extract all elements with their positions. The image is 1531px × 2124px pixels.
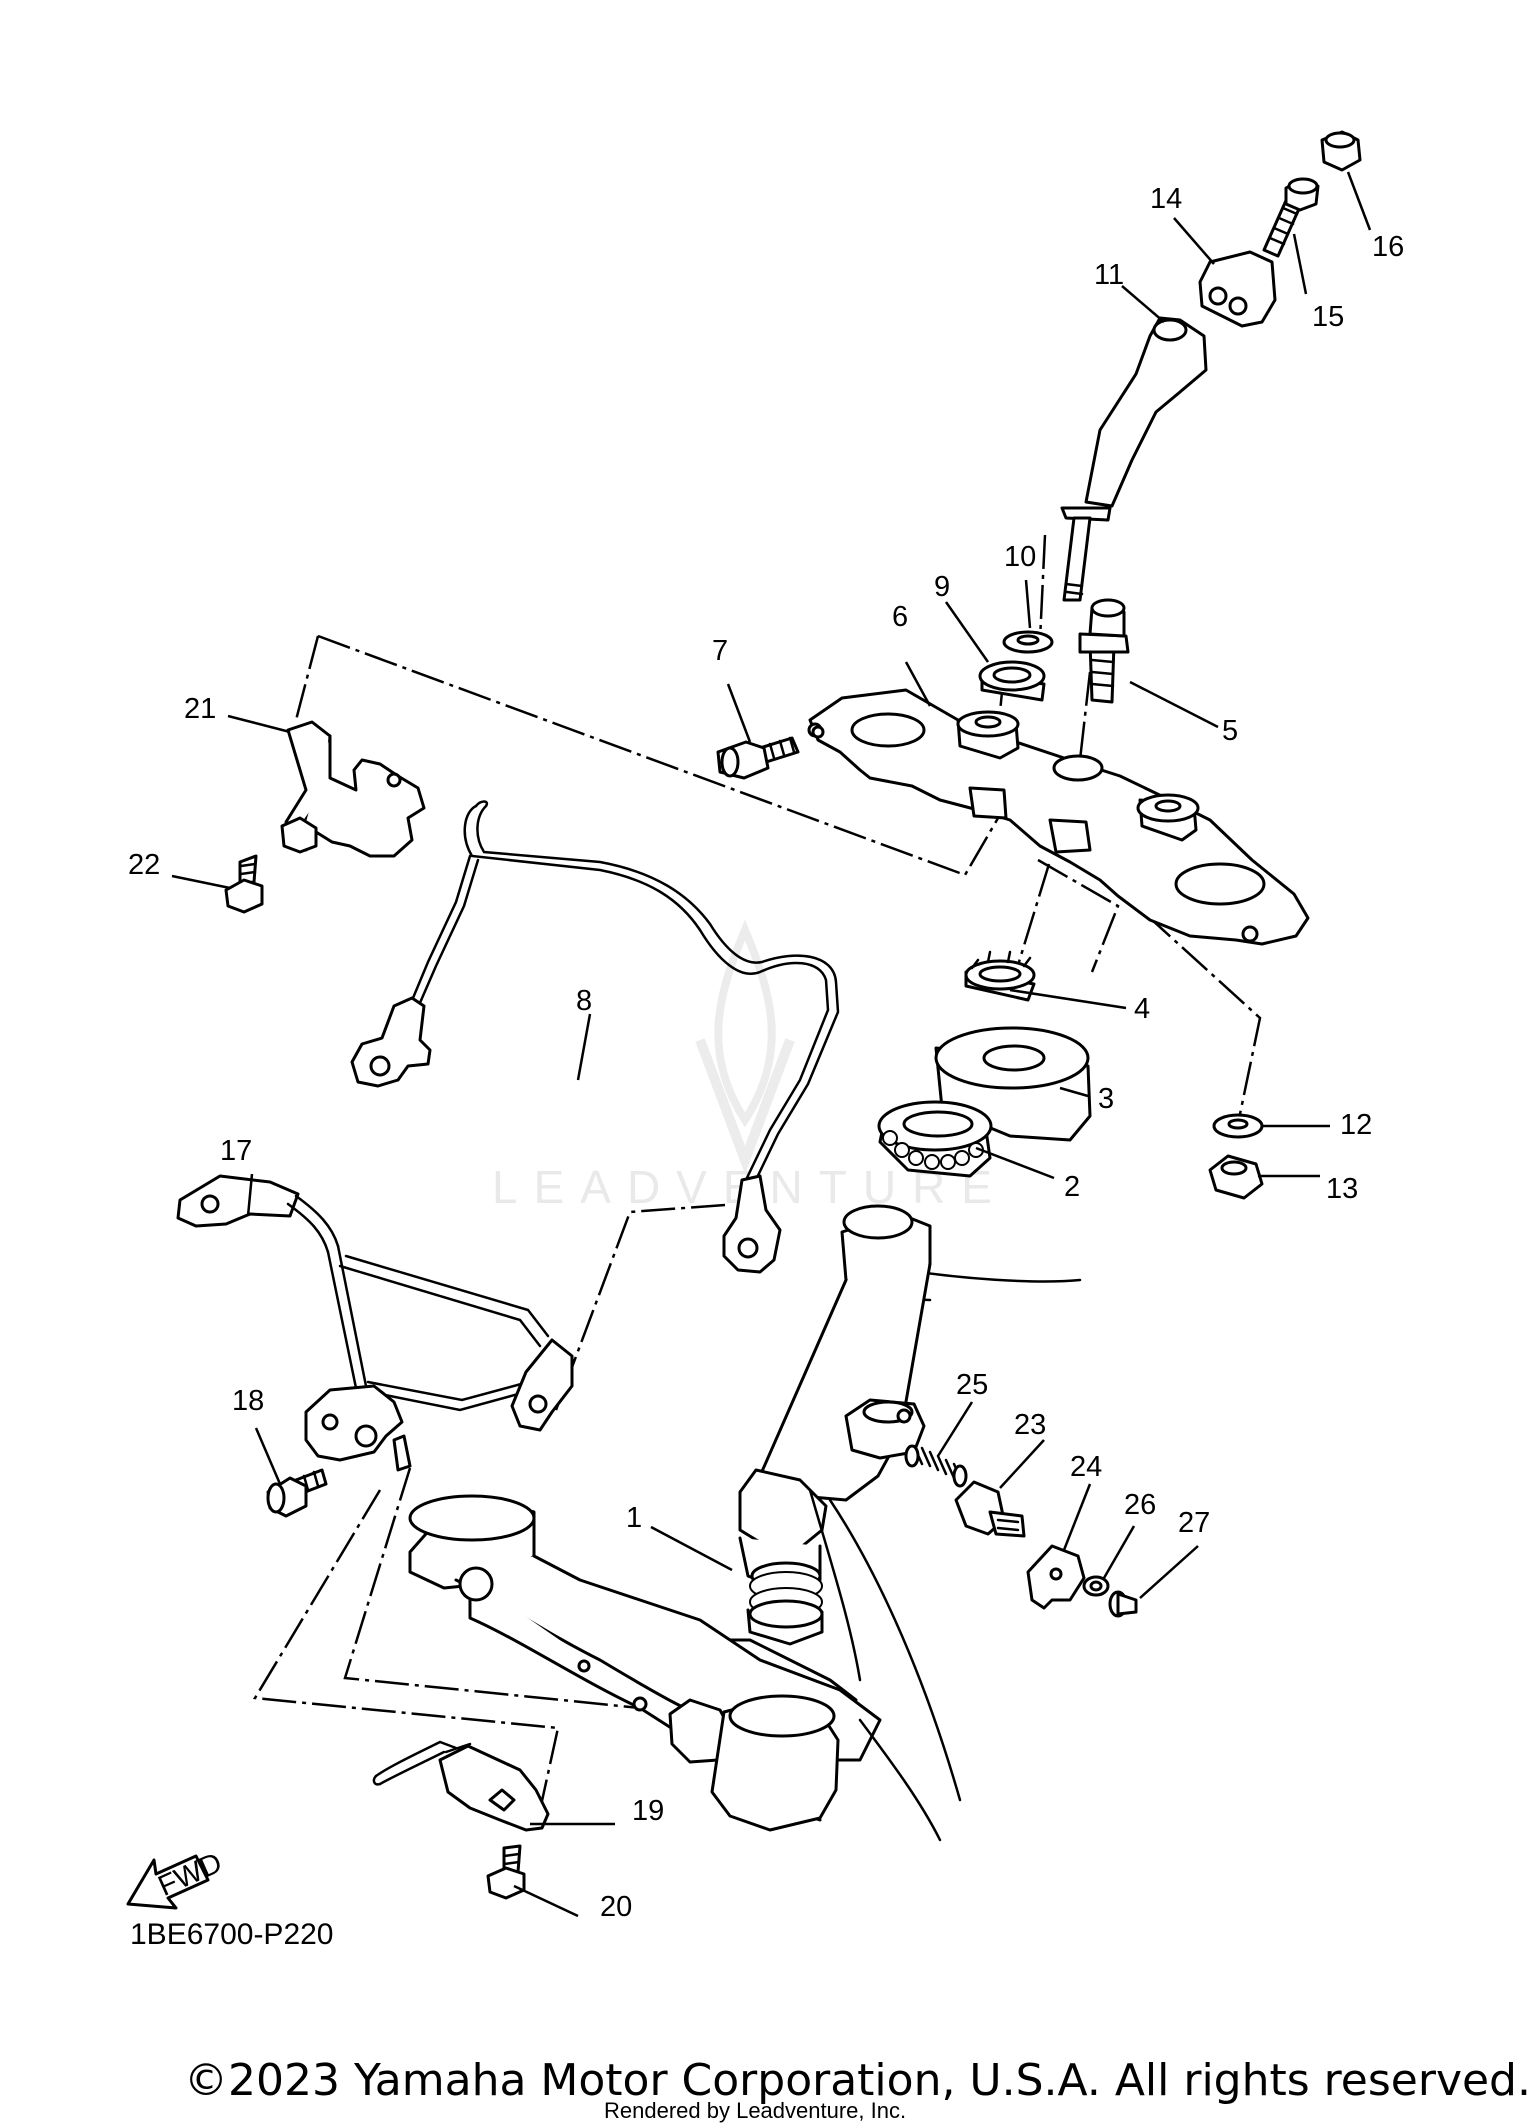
callout-1: 1 — [626, 1502, 642, 1534]
callout-6: 6 — [892, 601, 908, 633]
part-17-lower-stay[interactable] — [176, 1174, 574, 1472]
callout-4: 4 — [1134, 993, 1150, 1025]
part-14-handlebar-clamp[interactable] — [1198, 250, 1277, 328]
part-16-cap-nut[interactable] — [1320, 130, 1362, 172]
part-9-collar[interactable] — [978, 660, 1046, 702]
part-20-bolt[interactable] — [486, 1844, 526, 1900]
callout-13: 13 — [1326, 1173, 1358, 1205]
part-21-meter-bracket[interactable] — [280, 720, 426, 858]
callout-20: 20 — [600, 1891, 632, 1923]
part-13-nut[interactable] — [1208, 1154, 1264, 1200]
leader-lines — [171, 171, 1372, 1918]
callout-15: 15 — [1312, 301, 1344, 333]
part-2-ball-bearing[interactable] — [877, 1100, 993, 1178]
part-11-handlebar[interactable] — [1060, 316, 1208, 602]
part-4-ring-nut[interactable] — [964, 950, 1036, 1002]
callout-21: 21 — [184, 693, 216, 725]
part-10-washer[interactable] — [1002, 630, 1054, 654]
part-18-bolt[interactable] — [266, 1468, 328, 1518]
part-6-upper-bracket[interactable] — [807, 688, 1310, 946]
part-8-stay[interactable] — [350, 800, 840, 1274]
part-1-steering-stem[interactable] — [408, 1204, 1082, 1842]
fwd-direction-arrow-icon: FWD — [126, 1847, 227, 1910]
part-23-lock-pin[interactable] — [954, 1480, 1026, 1538]
part-5-stem-bolt[interactable] — [1078, 598, 1130, 704]
callout-2: 2 — [1064, 1171, 1080, 1203]
callout-3: 3 — [1098, 1083, 1114, 1115]
part-27-rivet[interactable] — [1108, 1590, 1138, 1618]
part-22-bolt[interactable] — [224, 854, 264, 914]
part-19-bracket[interactable] — [372, 1740, 550, 1832]
part-26-washer[interactable] — [1082, 1575, 1110, 1597]
part-25-spring[interactable] — [904, 1444, 968, 1488]
callout-5: 5 — [1222, 715, 1238, 747]
callout-14: 14 — [1150, 183, 1182, 215]
callout-22: 22 — [128, 849, 160, 881]
callout-16: 16 — [1372, 231, 1404, 263]
callout-12: 12 — [1340, 1109, 1372, 1141]
callout-18: 18 — [232, 1385, 264, 1417]
callout-8: 8 — [576, 985, 592, 1017]
part-12-washer[interactable] — [1212, 1113, 1264, 1139]
callout-labels: 1 2 3 4 5 6 7 8 9 10 11 12 13 14 15 16 1… — [128, 183, 1404, 1923]
callout-27: 27 — [1178, 1507, 1210, 1539]
exploded-view-drawing: FWD — [126, 130, 1404, 1923]
callout-23: 23 — [1014, 1409, 1046, 1441]
diagram-code: 1BE6700-P220 — [130, 1918, 334, 1951]
callout-9: 9 — [934, 571, 950, 603]
callout-24: 24 — [1070, 1451, 1102, 1483]
callout-10: 10 — [1004, 541, 1036, 573]
parts-diagram-page: LEADVENTURE — [126, 130, 1531, 2123]
callout-19: 19 — [632, 1795, 664, 1827]
part-24-cover-plate[interactable] — [1026, 1544, 1086, 1610]
copyright-notice: ©2023 Yamaha Motor Corporation, U.S.A. A… — [184, 2055, 1531, 2106]
callout-17: 17 — [220, 1135, 252, 1167]
callout-11: 11 — [1094, 259, 1124, 291]
rendered-by-notice: Rendered by Leadventure, Inc. — [604, 2098, 907, 2123]
callout-25: 25 — [956, 1369, 988, 1401]
callout-7: 7 — [712, 635, 728, 667]
callout-26: 26 — [1124, 1489, 1156, 1521]
part-7-bolt[interactable] — [716, 725, 825, 780]
part-15-bolt[interactable] — [1262, 177, 1320, 258]
fwd-label: FWD — [154, 1847, 227, 1903]
